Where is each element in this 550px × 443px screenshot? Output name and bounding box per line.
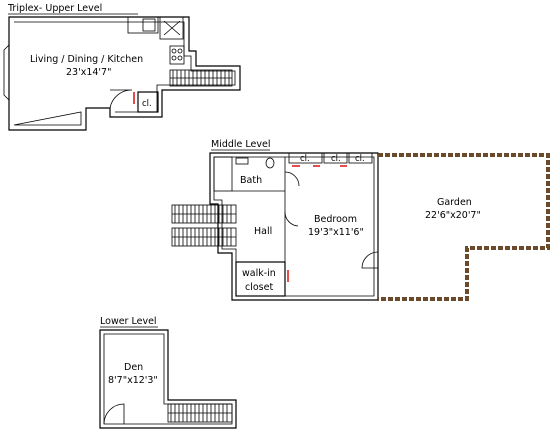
upper-stairs xyxy=(169,69,233,87)
kitchen-corner-x xyxy=(163,20,181,36)
lower-stairs xyxy=(167,403,233,423)
middle-closet-label: cl. xyxy=(331,154,341,164)
garden-door xyxy=(361,251,379,269)
bath-label: Bath xyxy=(240,175,262,186)
upper-bay-window xyxy=(3,44,10,101)
upper-closet xyxy=(137,91,159,113)
bedroom-door xyxy=(284,211,299,227)
middle-stairs xyxy=(171,204,237,247)
lower-outer-wall xyxy=(99,329,237,429)
upper-room-name: Living / Dining / Kitchen xyxy=(30,54,143,65)
garden-dims: 22'6"x20'7" xyxy=(425,210,481,221)
upper-room-dims: 23'x14'7" xyxy=(66,67,111,78)
lower-door xyxy=(103,403,125,425)
upper-outer-wall xyxy=(8,16,241,131)
bath-vanity xyxy=(235,157,249,165)
stove-burner xyxy=(177,48,183,54)
middle-level: Middle Level Bath cl. cl. cl. Hall xyxy=(171,139,550,301)
kitchen-stove xyxy=(169,45,185,65)
middle-closet-label: cl. xyxy=(300,154,310,164)
stove-burner xyxy=(171,48,177,54)
middle-inner-wall xyxy=(213,156,375,297)
garden-outline xyxy=(378,153,550,301)
den-label: Den xyxy=(124,362,143,373)
upper-inner-wall xyxy=(13,21,236,126)
walkin-label-2: closet xyxy=(245,282,273,293)
upper-closet-label: cl. xyxy=(142,99,152,109)
walkin-closet xyxy=(235,261,286,297)
upper-level-title: Triplex- Upper Level xyxy=(7,3,102,14)
kitchen-counter xyxy=(127,16,159,34)
bedroom-dims: 19'3"x11'6" xyxy=(308,227,364,238)
garden-label: Garden xyxy=(437,197,472,208)
kitchen-corner-unit xyxy=(159,16,184,40)
bedroom-label: Bedroom xyxy=(314,214,357,225)
hall-label: Hall xyxy=(254,226,272,237)
middle-closet-label: cl. xyxy=(355,154,365,164)
bath-door xyxy=(284,171,300,187)
den-dims: 8'7"x12'3" xyxy=(108,375,158,386)
bath-toilet xyxy=(265,157,275,169)
lower-level: Lower Level Den 8'7"x12'3" xyxy=(99,316,237,429)
upper-level: Triplex- Upper Level cl. Living / Dining… xyxy=(3,3,241,131)
bathtub xyxy=(213,156,233,192)
stove-burner xyxy=(177,55,183,61)
middle-outer-wall xyxy=(209,152,379,301)
lower-level-title: Lower Level xyxy=(100,316,157,327)
middle-closets xyxy=(288,152,373,164)
walkin-label-1: walk-in xyxy=(242,268,276,279)
middle-level-title: Middle Level xyxy=(211,139,270,150)
upper-entry-door xyxy=(109,89,133,109)
kitchen-sink xyxy=(142,18,156,32)
stove-burner xyxy=(171,55,177,61)
